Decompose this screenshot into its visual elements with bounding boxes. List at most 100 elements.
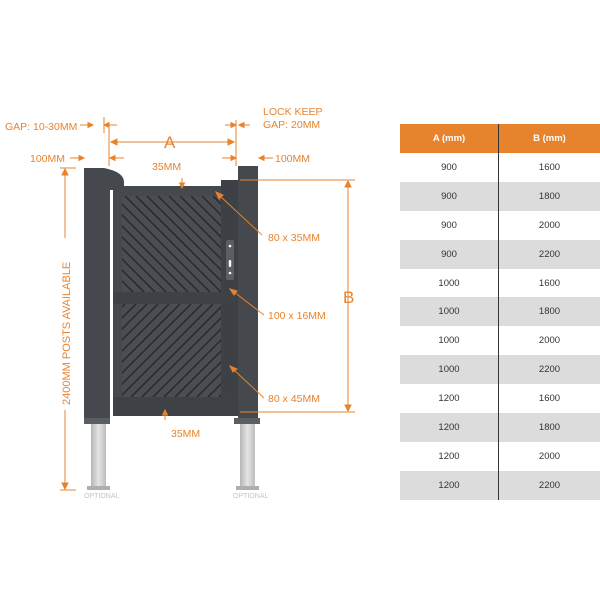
slat-line bbox=[122, 304, 203, 386]
cell-a: 900 bbox=[400, 210, 499, 240]
cell-b: 2200 bbox=[498, 239, 600, 269]
keyhole-icon bbox=[228, 260, 232, 267]
table-header-row: A (mm) B (mm) bbox=[400, 124, 600, 153]
slat-line bbox=[122, 304, 214, 397]
slat-line bbox=[122, 268, 145, 292]
cell-b: 2000 bbox=[538, 335, 561, 347]
right-optional-label: OPTIONAL bbox=[233, 493, 269, 500]
middle-rail bbox=[113, 292, 235, 304]
table-row: 1200 1600 bbox=[400, 384, 600, 414]
cell-a: 1200 bbox=[400, 413, 499, 442]
cell-a: 900 bbox=[400, 153, 499, 182]
cell-b: 1800 bbox=[498, 181, 600, 211]
diagonal-slats-bottom bbox=[122, 304, 221, 397]
cell-b: 2200 bbox=[498, 355, 600, 385]
slat-line bbox=[196, 371, 221, 397]
cell-b: 1800 bbox=[498, 297, 600, 327]
bottom-rail-label: 80 x 45MM bbox=[268, 393, 320, 405]
frame-bottom-label: 35MM bbox=[171, 428, 200, 440]
panel-bottom bbox=[122, 304, 221, 397]
slat-line bbox=[168, 196, 221, 250]
slat-line bbox=[122, 235, 178, 292]
dimension-a-label: A bbox=[164, 133, 176, 152]
right-ground-post bbox=[240, 418, 255, 488]
lock-keep-gap-label: GAP: 20MM bbox=[263, 119, 320, 131]
right-post-cap bbox=[234, 418, 260, 424]
table-row: 900 1600 bbox=[400, 153, 600, 182]
cell-b: 2000 bbox=[538, 219, 561, 231]
left-optional-label: OPTIONAL bbox=[84, 493, 120, 500]
lock-screw-top bbox=[228, 244, 232, 248]
right-post bbox=[238, 166, 258, 420]
cell-a: 900 bbox=[400, 239, 499, 269]
left-post-cap bbox=[84, 418, 110, 424]
dimension-b-label: B bbox=[343, 288, 354, 307]
slat-line bbox=[157, 196, 221, 261]
cell-a: 1000 bbox=[400, 355, 499, 385]
cell-b: 1600 bbox=[538, 277, 561, 289]
header-a: A (mm) bbox=[400, 124, 499, 153]
cell-a: 1000 bbox=[400, 326, 499, 356]
slat-line bbox=[201, 196, 221, 217]
cell-a: 900 bbox=[400, 181, 499, 211]
cell-b: 2000 bbox=[538, 450, 561, 462]
slat-line bbox=[130, 305, 221, 397]
slat-line bbox=[122, 304, 170, 353]
left-ground-post-base bbox=[87, 486, 110, 490]
posts-available-label: 2400MM POSTS AVAILABLE bbox=[61, 262, 73, 405]
middle-rail-label: 100 x 16MM bbox=[268, 310, 326, 322]
lock-screw-bottom bbox=[228, 271, 232, 275]
slat-line bbox=[185, 360, 221, 397]
slat-line bbox=[190, 196, 221, 228]
lock-keep-label: LOCK KEEP bbox=[263, 106, 323, 118]
right-post-width-label: 100MM bbox=[275, 153, 310, 165]
slat-line bbox=[135, 196, 221, 283]
slat-line bbox=[124, 196, 221, 292]
frame-top-label: 35MM bbox=[152, 161, 181, 173]
left-post bbox=[84, 168, 124, 420]
slat-line bbox=[122, 224, 189, 292]
slat-line bbox=[246, 196, 342, 292]
left-ground-post bbox=[91, 418, 106, 488]
slat-line bbox=[152, 327, 221, 397]
cell-a: 1000 bbox=[400, 268, 499, 298]
cell-a: 1000 bbox=[400, 297, 499, 327]
cell-b: 1800 bbox=[498, 413, 600, 442]
slat-line bbox=[174, 349, 221, 397]
slat-line bbox=[122, 257, 156, 292]
slat-line bbox=[122, 213, 200, 292]
cell-a: 1200 bbox=[400, 441, 499, 471]
cell-b: 1600 bbox=[538, 393, 561, 405]
gap-label: GAP: 10-30MM bbox=[5, 121, 77, 133]
cell-b: 1600 bbox=[538, 161, 561, 173]
slat-line bbox=[163, 338, 221, 397]
diagonal-slats-top bbox=[0, 196, 353, 292]
table-row: 900 2000 bbox=[400, 210, 600, 240]
cell-a: 1200 bbox=[400, 470, 499, 500]
slat-line bbox=[122, 202, 211, 292]
slat-line bbox=[179, 196, 221, 239]
slat-line bbox=[257, 196, 353, 292]
slat-line bbox=[122, 246, 167, 292]
cell-b: 2200 bbox=[498, 470, 600, 500]
slat-line bbox=[122, 304, 192, 375]
right-ground-post-base bbox=[236, 486, 259, 490]
table-row: 1000 2000 bbox=[400, 326, 600, 356]
slat-line bbox=[141, 316, 221, 397]
slat-line bbox=[122, 304, 181, 364]
header-b: B (mm) bbox=[498, 124, 600, 153]
table-row: 1000 1600 bbox=[400, 268, 600, 298]
slat-line bbox=[146, 196, 221, 272]
cell-a: 1200 bbox=[400, 384, 499, 414]
slat-line bbox=[0, 196, 89, 292]
bottom-rail bbox=[113, 397, 235, 416]
left-post-width-label: 100MM bbox=[30, 153, 65, 165]
